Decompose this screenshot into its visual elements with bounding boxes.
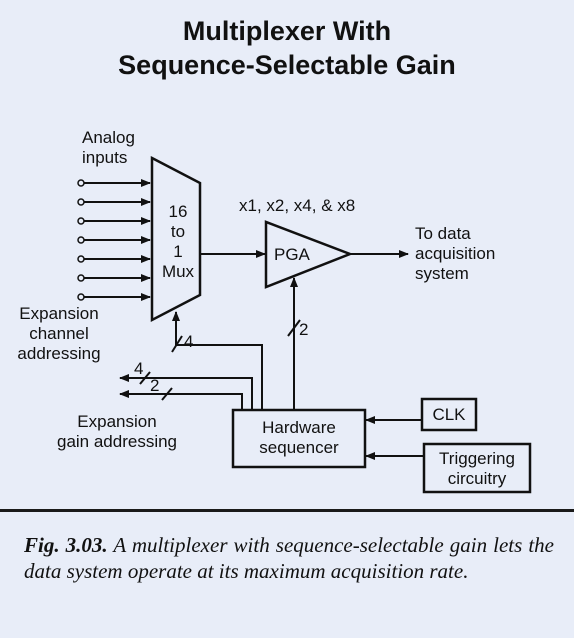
caption-divider [0,509,574,512]
output-label-2: acquisition [415,244,496,263]
mux-label-3: 1 [173,242,183,261]
mux-label-1: 16 [168,202,188,221]
hardware-sequencer-box [231,408,367,469]
seq-to-mux-bus [172,311,263,410]
expansion-channel-label-3: addressing [17,344,101,363]
gain-options-label: x1, x2, x4, & x8 [239,196,356,215]
sequencer-label-1: Hardware [262,418,336,437]
analog-input-lines [84,179,151,301]
expansion-channel-label-2: channel [29,324,89,343]
expansion-gain-bus-width-label: 2 [150,376,160,395]
expansion-channel-bus [119,374,253,410]
mux-block [150,155,202,323]
expansion-channel-bus-width-label: 4 [134,359,144,378]
input-terminals [77,179,85,301]
pga-triangle [264,220,354,289]
triggering-label-2: circuitry [447,469,507,488]
analog-inputs-label-2: inputs [82,148,128,167]
figure-number: Fig. 3.03. [24,533,108,557]
triggering-box [422,442,532,494]
figure-caption: Fig. 3.03. A multiplexer with sequence-s… [24,532,554,584]
mux-label-4: Mux [161,262,195,281]
block-diagram [77,155,532,494]
expansion-channel-label-1: Expansion [19,304,99,323]
analog-inputs-label-1: Analog [82,128,135,147]
clk-box [420,397,478,432]
figure-caption-text: A multiplexer with sequence-selectable g… [24,533,555,583]
mux-label-2: to [170,222,186,241]
output-label-1: To data [415,224,471,243]
pga-label: PGA [274,245,310,264]
sequencer-label-2: sequencer [259,438,339,457]
title-line-1: Multiplexer With [182,16,392,46]
output-label-3: system [415,264,469,283]
expansion-gain-label-2: gain addressing [56,432,178,451]
mux-bus-width-label: 4 [184,332,194,351]
expansion-gain-label-1: Expansion [77,412,157,431]
pga-bus-width-label: 2 [299,320,309,339]
triggering-label-1: Triggering [439,449,515,468]
clk-label: CLK [432,405,466,424]
expansion-gain-bus [119,390,243,410]
title-line-2: Sequence-Selectable Gain [118,50,456,80]
